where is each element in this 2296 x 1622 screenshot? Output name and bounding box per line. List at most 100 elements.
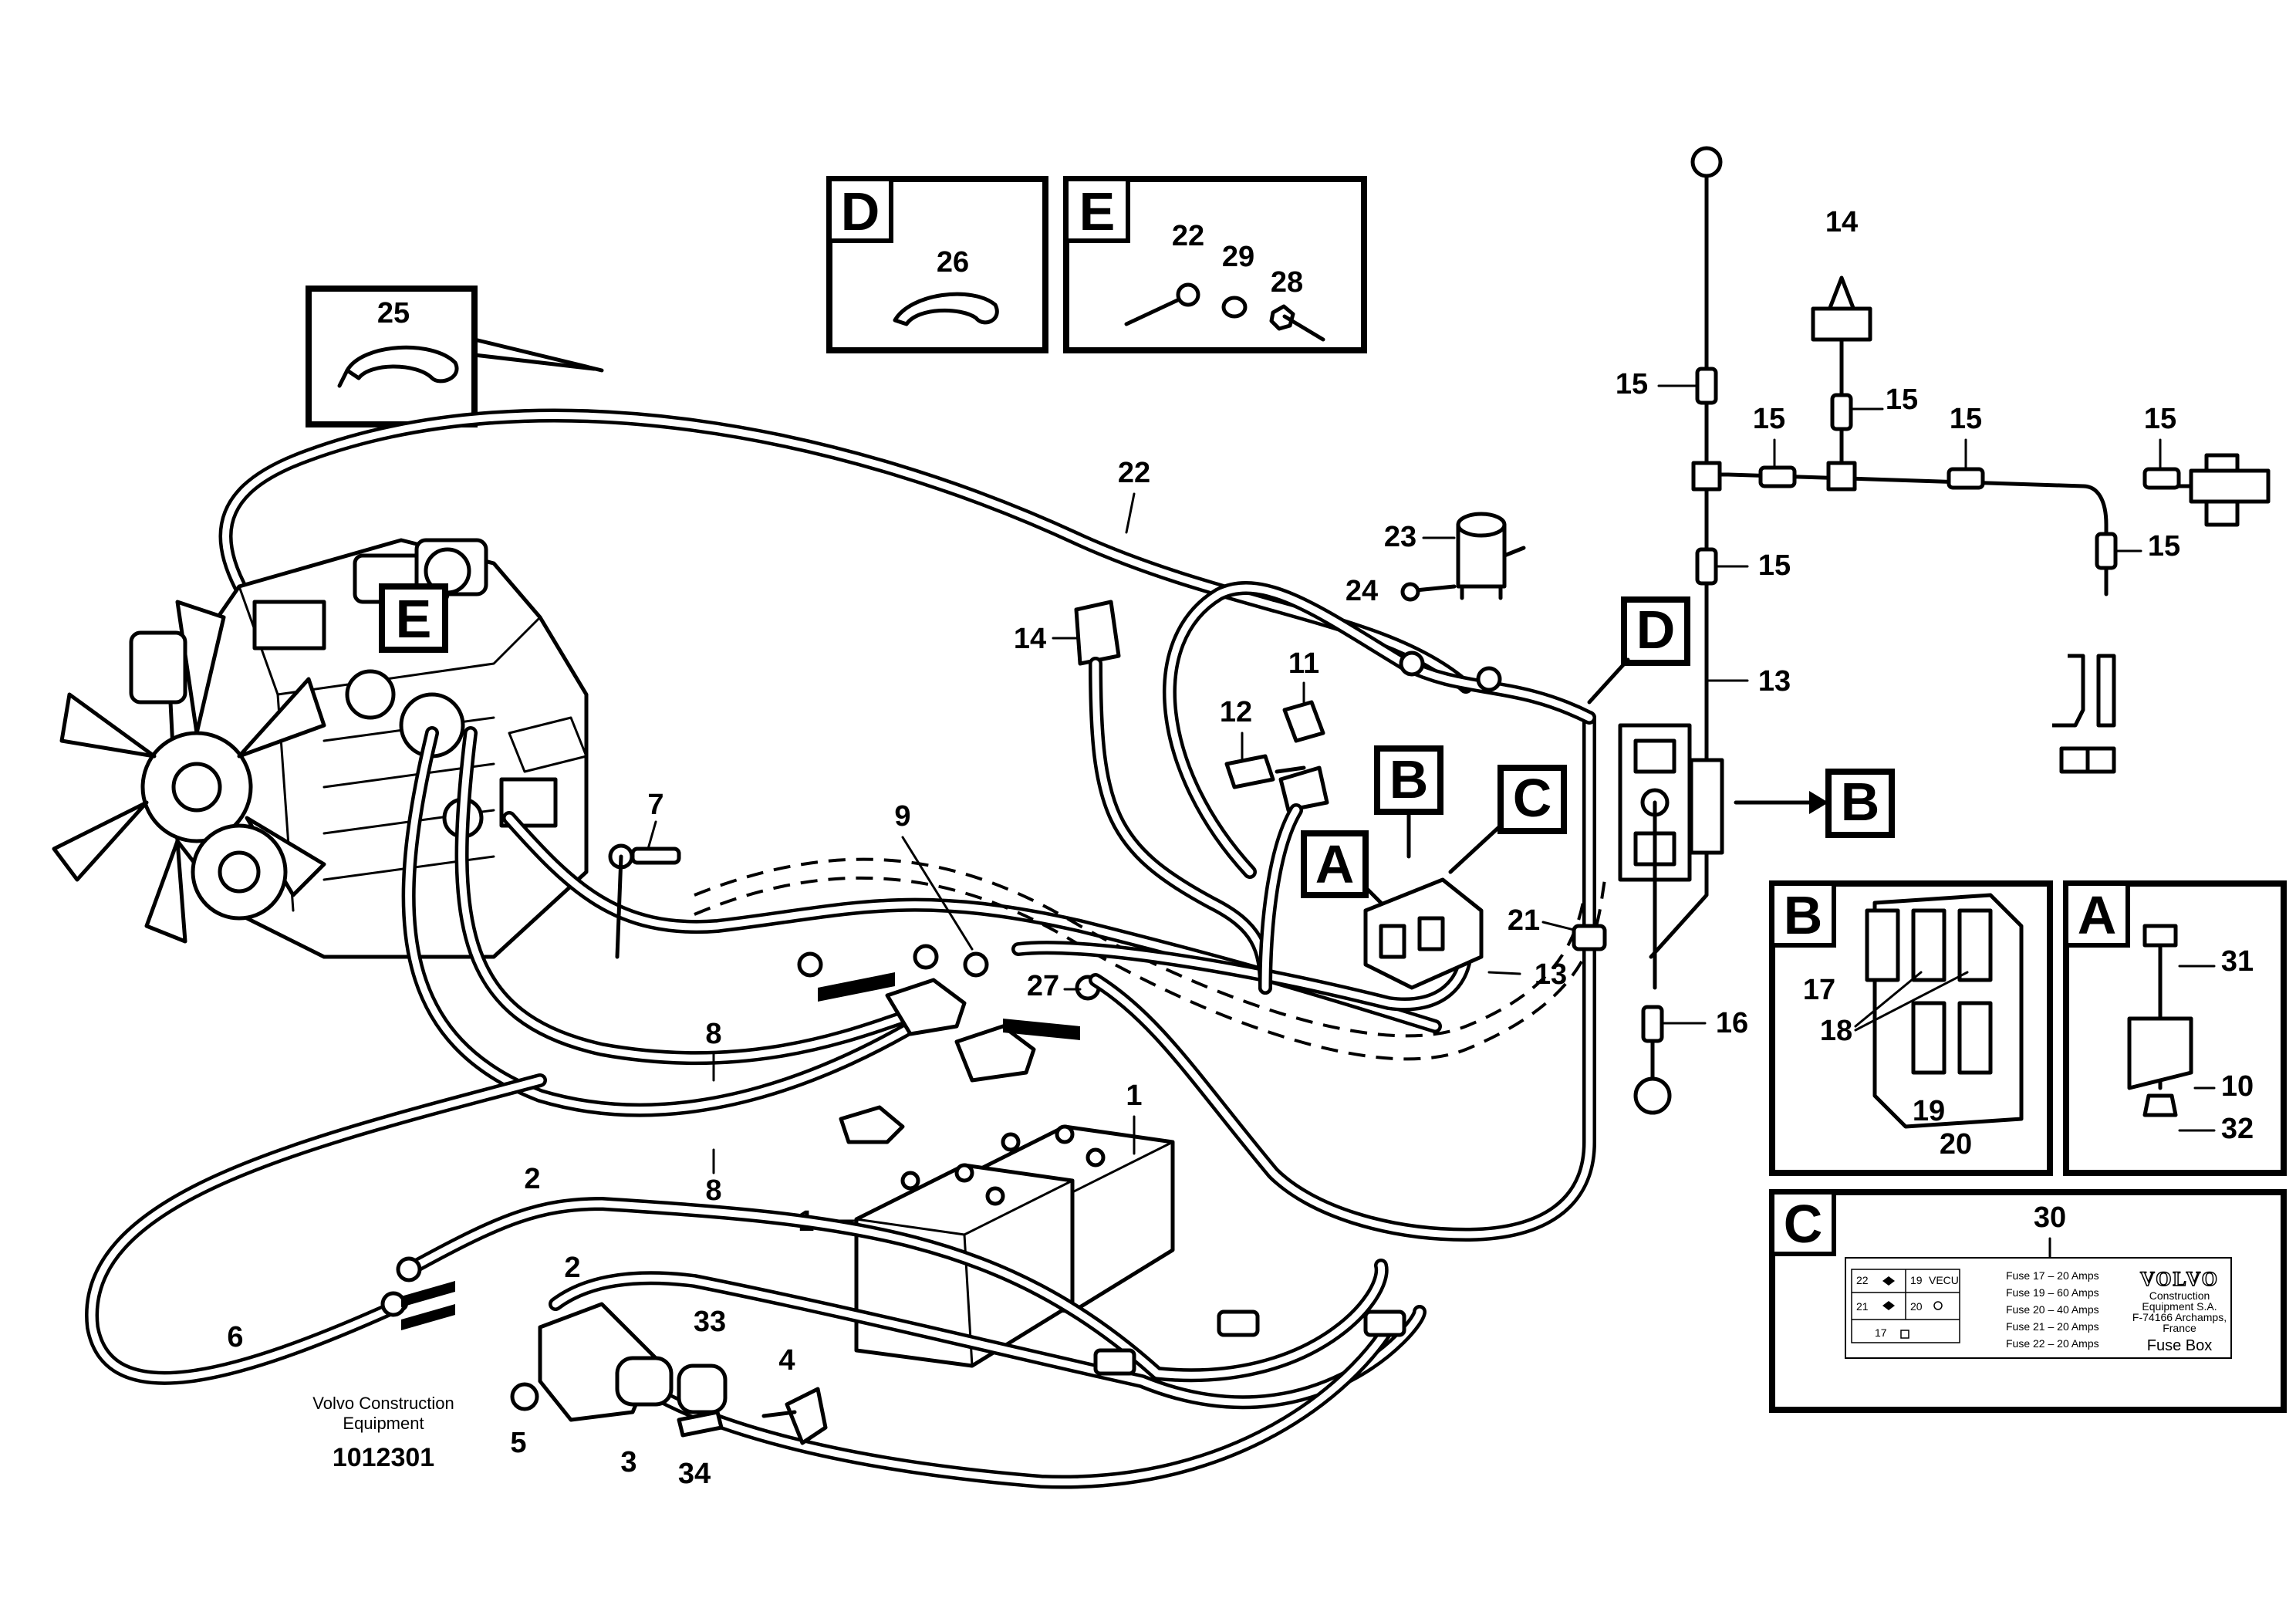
ring-terminal-icon	[1176, 282, 1200, 307]
callout-8-upper: 8	[705, 1018, 721, 1050]
fuse-holder-icon	[1074, 600, 1121, 666]
detail-box-cable-tie-25: 25	[306, 286, 604, 427]
bolt-icon	[2142, 924, 2178, 948]
switch-key-icon	[785, 1387, 828, 1445]
callout-15-d: 15	[1950, 403, 1982, 435]
callout-32: 32	[2221, 1113, 2254, 1145]
detail-panel-A-letter: A	[2078, 885, 2117, 945]
callout-15-c: 15	[1753, 403, 1785, 435]
detail-marker-A-letter: A	[1315, 834, 1355, 894]
fuse-line-20: Fuse 20 – 40 Amps	[2006, 1303, 2099, 1316]
splice-icon	[1695, 367, 1718, 405]
callout-24: 24	[1346, 575, 1378, 607]
cable-8: 8 8	[401, 726, 933, 1207]
relay-icon	[1282, 700, 1325, 743]
callout-14-lower: 14	[1014, 623, 1046, 655]
detail-marker-C: C	[1448, 765, 1567, 874]
cable-16: 16	[1633, 1005, 1748, 1115]
callout-19: 19	[1913, 1095, 1945, 1127]
fuse-company-3: F-74166 Archamps,	[2132, 1311, 2227, 1323]
fuse-cell-20: 20	[1910, 1300, 1923, 1313]
callout-2-upper: 2	[524, 1163, 540, 1195]
splice-icon	[1947, 467, 1985, 490]
detail-box-D: D 26	[826, 176, 1048, 353]
callout-12: 12	[1220, 696, 1252, 728]
callout-6: 6	[227, 1321, 243, 1353]
detail-marker-B-letter: B	[1389, 749, 1429, 809]
cable-tie-icon	[345, 345, 459, 384]
detail-marker-B: B	[1374, 745, 1443, 859]
callout-22-detail: 22	[1172, 220, 1204, 252]
fuse-line-22: Fuse 22 – 20 Amps	[2006, 1337, 2099, 1350]
callout-21: 21	[1508, 904, 1540, 937]
detail-marker-C-letter: C	[1513, 768, 1552, 828]
callout-5: 5	[510, 1427, 526, 1459]
splice-icon	[1758, 465, 1797, 488]
clamp-icon	[954, 1024, 1036, 1083]
fuse-cell-19: 19	[1910, 1274, 1923, 1286]
callout-13-lower: 13	[1535, 958, 1567, 991]
callout-29: 29	[1222, 241, 1254, 273]
detail-panel-A: A 31 10 32	[2063, 880, 2287, 1176]
callout-11: 11	[1288, 647, 1319, 680]
detail-letter-D: D	[841, 181, 880, 242]
footer: Volvo Construction Equipment 1012301	[312, 1394, 454, 1472]
callout-2-lower: 2	[564, 1252, 580, 1284]
engine	[52, 538, 589, 959]
detail-marker-D: D	[1587, 596, 1690, 705]
fuse-box-housing: B	[1618, 723, 1895, 990]
callout-15-g: 15	[2148, 530, 2180, 563]
splice-icon	[2095, 532, 2118, 570]
callout-23: 23	[1384, 521, 1416, 553]
callout-27: 27	[1027, 970, 1059, 1002]
callout-30: 30	[2034, 1201, 2066, 1234]
fuse-box-title: Fuse Box	[2147, 1337, 2212, 1354]
volvo-logo: VOLVO	[2140, 1268, 2219, 1290]
callout-9: 9	[894, 800, 910, 833]
callout-28: 28	[1271, 266, 1303, 299]
callout-26: 26	[937, 246, 969, 279]
callout-16: 16	[1716, 1007, 1748, 1039]
callout-4: 4	[778, 1344, 795, 1377]
fuse-company-2: Equipment S.A.	[2142, 1300, 2217, 1313]
splice-icon	[1830, 393, 1853, 431]
callout-15-b: 15	[1886, 384, 1918, 416]
lock-icon	[1900, 1330, 1909, 1339]
detail-panel-C: C 30 22 19 VECU 21 20 17 Fuse 17 – 20 Am…	[1769, 1189, 2287, 1413]
ring-terminal-icon	[1633, 1076, 1672, 1115]
callout-7: 7	[647, 789, 663, 821]
detail-marker-D-letter: D	[1636, 600, 1676, 660]
callout-10: 10	[2221, 1070, 2254, 1103]
detail-marker-E: E	[379, 583, 448, 653]
fuse-company-1: Construction	[2149, 1289, 2210, 1302]
footer-company-line1: Volvo Construction	[312, 1394, 454, 1413]
fuse-line-19: Fuse 19 – 60 Amps	[2006, 1286, 2099, 1299]
fuse-line-21: Fuse 21 – 20 Amps	[2006, 1320, 2099, 1333]
buzzer: 23 24	[1346, 512, 1526, 607]
cable-loop-top	[1163, 581, 1596, 879]
detail-panel-C-letter: C	[1784, 1194, 1823, 1254]
detail-marker-B-right-letter: B	[1841, 772, 1880, 832]
clamp-icon	[885, 978, 967, 1036]
cable-6: 6	[85, 1073, 547, 1385]
splice-icon	[2142, 467, 2181, 490]
harness-13-dashed: 13	[694, 857, 1606, 1061]
callout-34: 34	[678, 1458, 711, 1490]
splice-icon	[1641, 1005, 1664, 1043]
clamp-icon	[839, 1105, 905, 1144]
fuse-box	[1363, 877, 1484, 990]
callout-15-e: 15	[2144, 403, 2176, 435]
fan-icon	[1882, 1301, 1895, 1310]
battery-clamps: 9 27	[797, 800, 1101, 1144]
callout-3: 3	[620, 1446, 636, 1478]
callout-15-f: 15	[1758, 549, 1791, 582]
callout-15-a: 15	[1616, 368, 1648, 400]
fuse-label-sticker	[1845, 1257, 2232, 1359]
detail-letter-E: E	[1079, 181, 1116, 242]
washer-icon	[1221, 296, 1248, 319]
callout-8-lower: 8	[705, 1174, 721, 1207]
connector-icon	[2096, 654, 2116, 728]
nut-icon	[2142, 1093, 2178, 1117]
callout-13-upper: 13	[1758, 665, 1791, 698]
key-icon	[1933, 1301, 1943, 1310]
